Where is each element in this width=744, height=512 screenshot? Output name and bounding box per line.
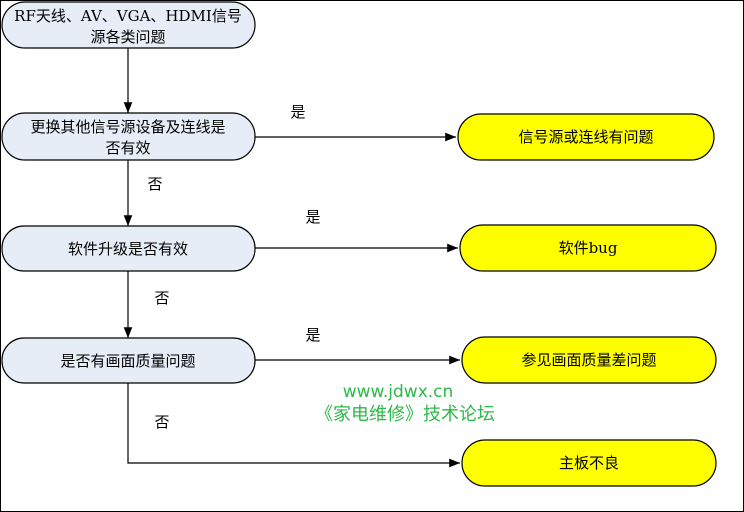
- edge-label-no-1: 否: [147, 175, 162, 193]
- node-q2-text: 软件升级是否有效: [68, 240, 188, 258]
- node-q1-line1: 更换其他信号源设备及连线是: [30, 118, 225, 136]
- node-r2: 软件bug: [459, 224, 717, 272]
- edge-label-yes-3: 是: [305, 326, 320, 344]
- node-start: RF天线、AV、VGA、HDMI信号 源各类问题: [1, 1, 256, 49]
- node-r1-text: 信号源或连线有问题: [518, 128, 653, 146]
- node-r1: 信号源或连线有问题: [457, 113, 715, 161]
- node-r4: 主板不良: [461, 439, 717, 487]
- node-r3: 参见画面质量差问题: [461, 336, 717, 384]
- watermark-forum: 《家电维修》技术论坛: [315, 404, 495, 425]
- node-start-line1: RF天线、AV、VGA、HDMI信号: [14, 7, 242, 25]
- edge-label-yes-1: 是: [290, 103, 305, 121]
- node-r2-text: 软件bug: [559, 239, 618, 257]
- node-r4-text: 主板不良: [559, 454, 619, 472]
- watermark-url: www.jdwx.cn: [343, 382, 454, 402]
- node-q2: 软件升级是否有效: [1, 225, 256, 272]
- connectors: [123, 48, 460, 468]
- edge-label-yes-2: 是: [305, 208, 320, 226]
- node-q1-line2: 否有效: [105, 139, 150, 157]
- edge-label-no-2: 否: [154, 289, 169, 307]
- arrow-q3-to-r4: [127, 383, 460, 468]
- node-start-line2: 源各类问题: [90, 28, 165, 46]
- node-q1: 更换其他信号源设备及连线是 否有效: [1, 112, 256, 161]
- node-r3-text: 参见画面质量差问题: [521, 351, 656, 369]
- node-q3: 是否有画面质量问题: [1, 337, 256, 384]
- edge-label-no-3: 否: [154, 413, 169, 431]
- node-q3-text: 是否有画面质量问题: [60, 352, 195, 370]
